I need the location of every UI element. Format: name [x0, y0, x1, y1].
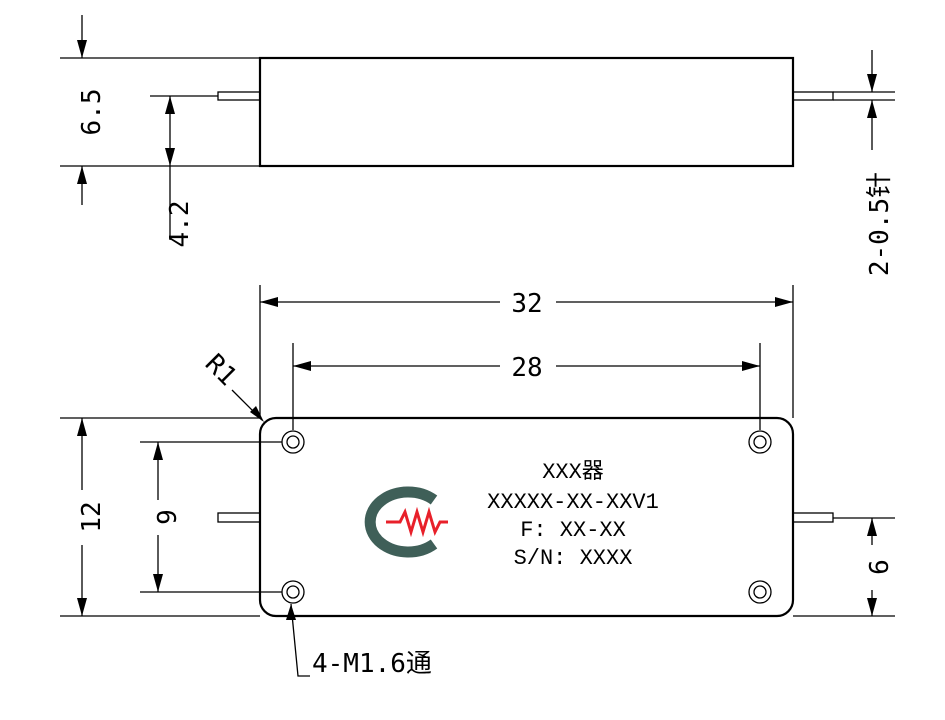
top-view: 32 28 R1 12 9 6 [60, 285, 895, 679]
side-view: 6.5 4.2 2-0.5针 [60, 15, 895, 276]
dim-side-height: 6.5 [77, 89, 107, 136]
top-view-body [258, 416, 795, 618]
label-line-3: F: XX-XX [520, 518, 626, 543]
side-view-body [258, 56, 795, 168]
label-line-1: XXX器 [542, 460, 604, 485]
dim-corner-radius: R1 [199, 349, 242, 392]
side-view-left-pin [217, 91, 261, 101]
dim-pins: 2-0.5针 [865, 172, 895, 276]
label-line-2: XXXXX-XX-XXV1 [487, 490, 659, 515]
label-line-4: S/N: XXXX [514, 546, 633, 571]
mounting-holes [281, 430, 772, 604]
dim-pin-height: 4.2 [165, 201, 195, 248]
dim-hole-spacing-y: 9 [153, 509, 183, 525]
dim-width: 12 [77, 501, 107, 532]
top-view-left-pin [217, 512, 261, 523]
side-view-right-pin [792, 91, 834, 101]
dim-holes: 4-M1.6通 [312, 649, 432, 679]
dim-pin-offset: 6 [865, 559, 895, 575]
company-logo-icon [364, 486, 448, 558]
top-view-right-pin [792, 512, 834, 523]
dim-length: 32 [511, 289, 542, 319]
dim-hole-spacing-x: 28 [511, 353, 542, 383]
